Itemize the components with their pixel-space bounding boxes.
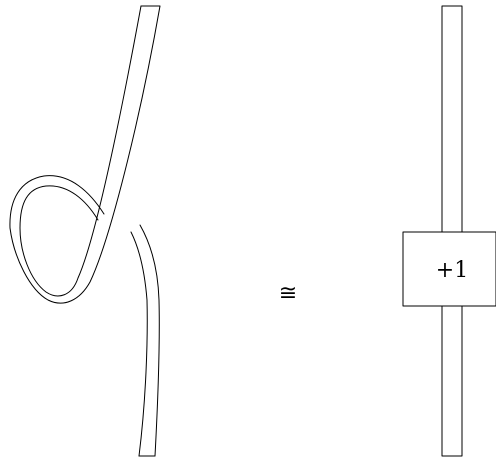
congruence-symbol: ≅ xyxy=(279,281,297,306)
band-upper-segment xyxy=(441,5,463,233)
twist-box-frame xyxy=(402,231,496,307)
ribbon-lower-strand-left-edge xyxy=(130,231,148,457)
ribbon-upper-strand-inner-edge xyxy=(19,5,142,297)
straight-band xyxy=(441,5,463,457)
ribbon-lower-strand-right-edge xyxy=(139,224,160,457)
twist-box-label: +1 xyxy=(436,258,468,283)
band-lower-segment xyxy=(441,305,463,457)
ribbon-upper-strand-outer-edge xyxy=(9,5,161,304)
twist-box: +1 xyxy=(402,231,496,307)
twisted-ribbon xyxy=(9,5,161,457)
